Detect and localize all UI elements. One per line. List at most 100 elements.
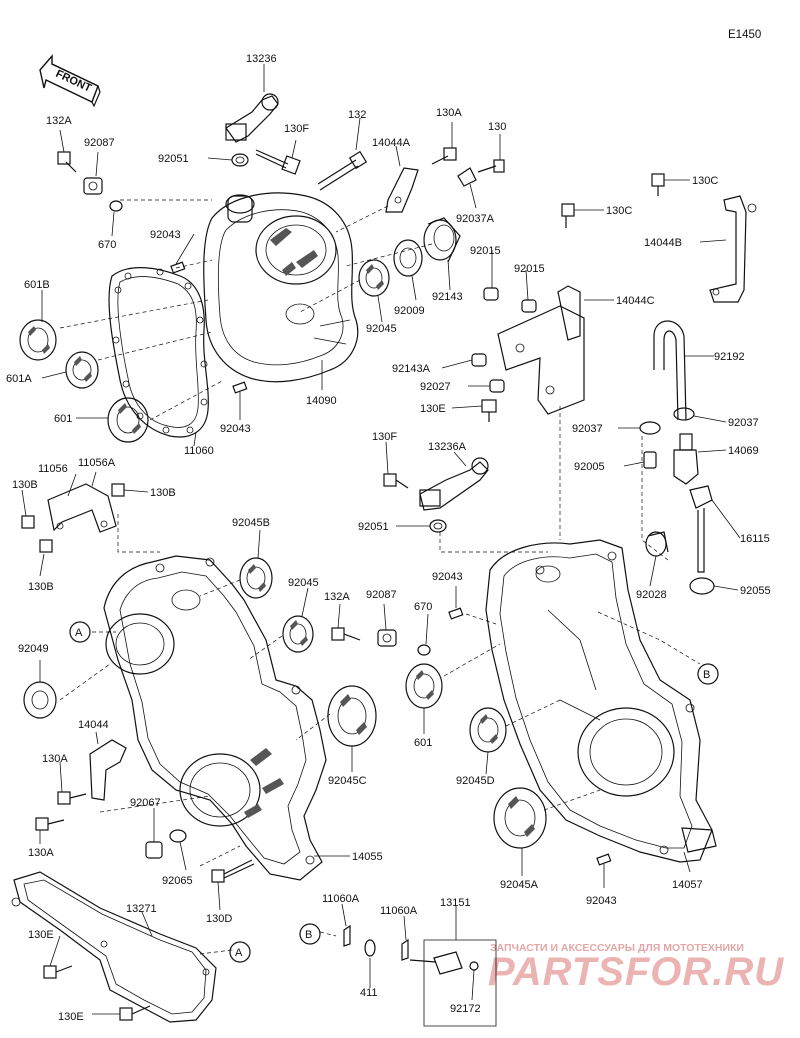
part-label[interactable]: 130E (420, 403, 446, 415)
part-label[interactable]: 92009 (394, 305, 425, 317)
part-label[interactable]: 92067 (130, 797, 161, 809)
part-label[interactable]: 92027 (420, 381, 451, 393)
part-label[interactable]: 130A (28, 847, 54, 859)
part-label[interactable]: 14090 (306, 395, 337, 407)
part-label[interactable]: 132A (324, 591, 350, 603)
plug-13151 (409, 951, 463, 975)
part-label[interactable]: 92037 (572, 423, 603, 435)
part-label[interactable]: 670 (414, 601, 432, 613)
part-label[interactable]: 130B (12, 479, 38, 491)
callout-a-bottom: A (229, 941, 251, 963)
part-label[interactable]: 92192 (714, 351, 745, 363)
part-label[interactable]: 92045B (232, 517, 270, 529)
leader-lines (21, 64, 741, 1027)
part-label[interactable]: 92043 (150, 229, 181, 241)
part-label[interactable]: 92037A (456, 213, 495, 225)
part-label[interactable]: 92043 (586, 895, 617, 907)
plug-92087-upper (83, 177, 103, 195)
part-label[interactable]: 92051 (358, 521, 389, 533)
part-label[interactable]: 13271 (126, 903, 157, 915)
part-label[interactable]: 92045D (456, 775, 495, 787)
part-label[interactable]: 92045 (288, 577, 319, 589)
callout-a-upper-label: A (75, 627, 83, 639)
part-label[interactable]: 130B (28, 581, 54, 593)
watermark-logo: PARTSFOR.RU (488, 950, 784, 994)
shift-lever-13236a (419, 457, 489, 511)
part-label[interactable]: 11056 (38, 463, 68, 475)
part-label[interactable]: 11060A (322, 893, 360, 905)
callout-a-bottom-label: A (235, 947, 243, 959)
crankcase-14055 (103, 555, 327, 881)
dowel-92043-c (448, 607, 464, 620)
part-label[interactable]: 130A (42, 753, 68, 765)
watermark-tagline: ЗАПЧАСТИ И АКСЕССУАРЫ ДЛЯ МОТОТЕХНИКИ (490, 942, 744, 954)
part-label[interactable]: 92143 (432, 291, 463, 303)
part-label[interactable]: 92005 (574, 461, 605, 473)
part-label[interactable]: 14069 (728, 445, 759, 457)
part-label[interactable]: 132A (46, 115, 72, 127)
part-label[interactable]: 92043 (432, 571, 463, 583)
part-label[interactable]: 601A (6, 373, 32, 385)
part-label[interactable]: 130E (28, 929, 54, 941)
part-label[interactable]: 601 (414, 737, 432, 749)
part-label[interactable]: 13236A (428, 441, 467, 453)
part-label[interactable]: 14044A (372, 137, 411, 149)
part-label[interactable]: 130A (436, 107, 462, 119)
part-label[interactable]: 92051 (158, 153, 189, 165)
part-label[interactable]: 92087 (366, 589, 397, 601)
part-label[interactable]: 92028 (636, 589, 667, 601)
part-label[interactable]: 411 (360, 987, 378, 999)
part-label[interactable]: 130F (284, 123, 309, 135)
callout-b-right: B (697, 663, 719, 685)
part-label[interactable]: 130C (692, 175, 718, 187)
part-label[interactable]: 14057 (672, 879, 703, 891)
part-label[interactable]: 130E (58, 1011, 84, 1023)
part-label[interactable]: 670 (98, 239, 116, 251)
part-label[interactable]: 92015 (470, 245, 501, 257)
bearing-92045-upper (358, 259, 390, 297)
part-label[interactable]: 11056A (78, 457, 116, 469)
part-label[interactable]: 92045A (500, 879, 539, 891)
bolt-130e-upper (481, 399, 497, 422)
bolt-130b-c (111, 483, 125, 497)
part-label[interactable]: 14044B (644, 237, 682, 249)
part-label[interactable]: 92045C (328, 775, 367, 787)
front-arrow-icon: FRONT (39, 54, 101, 108)
part-label[interactable]: 130C (606, 205, 632, 217)
part-label[interactable]: 130B (150, 487, 176, 499)
part-label[interactable]: 130 (488, 121, 506, 133)
part-label[interactable]: 130F (372, 431, 397, 443)
part-label[interactable]: 601B (24, 279, 50, 291)
part-label[interactable]: 601 (54, 413, 72, 425)
part-label[interactable]: 92043 (220, 423, 251, 435)
part-label[interactable]: 92015 (514, 263, 545, 275)
part-label[interactable]: 16115 (740, 533, 770, 545)
part-label[interactable]: 13236 (246, 53, 277, 65)
o-ring-92172 (469, 961, 479, 971)
watermark: ЗАПЧАСТИ И АКСЕССУАРЫ ДЛЯ МОТОТЕХНИКИ PA… (488, 942, 784, 994)
part-label[interactable]: 92049 (18, 643, 49, 655)
bolt-130b-b (39, 539, 53, 553)
bolt-130c-b (561, 203, 575, 228)
callout-b-bottom: B (299, 923, 321, 945)
part-label[interactable]: 11060 (184, 445, 214, 457)
part-label[interactable]: 92172 (450, 1003, 481, 1015)
part-label[interactable]: 92087 (84, 137, 115, 149)
part-label[interactable]: 14044 (78, 719, 109, 731)
part-labels: 13236 132A 92087 670 130F 92051 132 1404… (6, 53, 771, 1023)
part-label[interactable]: 14055 (352, 851, 383, 863)
bolt-132a-upper (57, 151, 77, 173)
bolt-130b-a (21, 515, 35, 529)
clamp-92037-left (639, 421, 661, 435)
part-label[interactable]: 92065 (162, 875, 193, 887)
part-label[interactable]: 92037 (728, 417, 759, 429)
part-label[interactable]: 92143A (392, 363, 431, 375)
part-label[interactable]: 11060A (380, 905, 418, 917)
part-label[interactable]: 13151 (440, 897, 471, 909)
part-label[interactable]: 132 (348, 109, 366, 121)
part-label[interactable]: 130D (206, 913, 232, 925)
part-label[interactable]: 14044C (616, 295, 655, 307)
part-label[interactable]: 92055 (740, 585, 771, 597)
part-label[interactable]: 92045 (366, 323, 397, 335)
